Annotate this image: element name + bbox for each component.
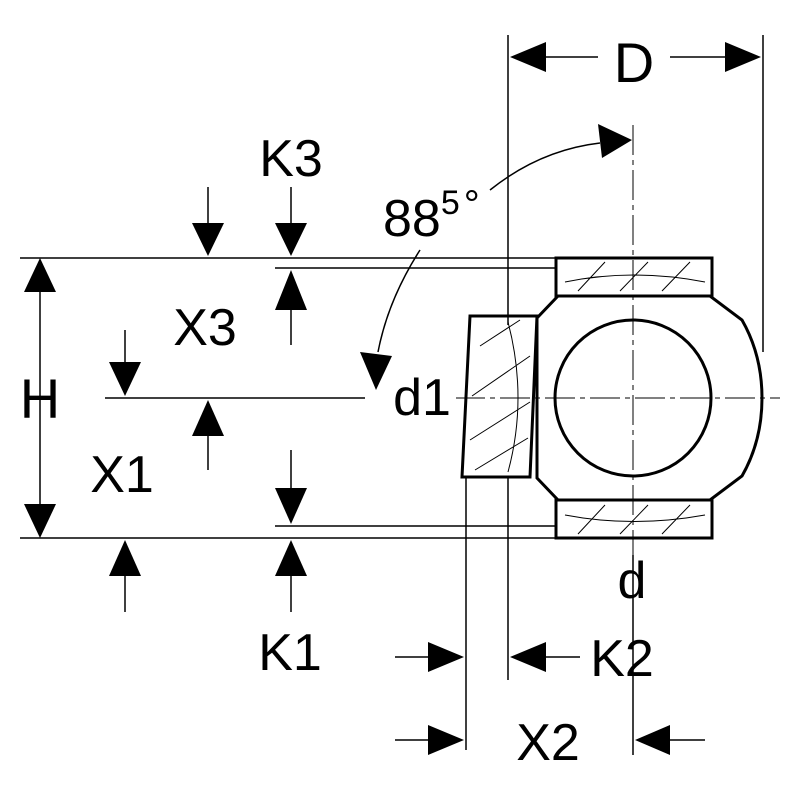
arrow-x1-down — [109, 362, 141, 396]
arrow-k2-right — [428, 642, 464, 672]
arrow-angle-bottom — [360, 352, 392, 390]
arrow-x3-up — [275, 270, 307, 310]
body-outline — [535, 294, 764, 502]
bottom-cap-hatch — [564, 504, 706, 535]
arrow-k1-up — [275, 540, 307, 576]
arrow-angle-top — [598, 124, 632, 158]
arrow-k3-left — [192, 223, 224, 256]
side-branch — [460, 314, 539, 479]
label-angle: 885° — [383, 183, 480, 248]
arrow-d-left — [510, 42, 546, 72]
label-K3: K3 — [259, 130, 323, 188]
label-D: D — [614, 31, 654, 94]
d-label-mask — [598, 30, 670, 88]
angle-arc-lower — [377, 249, 421, 353]
fitting-body — [460, 256, 764, 540]
label-X1: X1 — [90, 446, 154, 504]
label-K2: K2 — [590, 630, 654, 688]
centerlines — [455, 125, 780, 555]
angle-arc — [489, 142, 601, 191]
extension-lines — [20, 35, 764, 755]
label-X3: X3 — [173, 299, 237, 357]
label-X2: X2 — [516, 714, 580, 772]
arrow-h-bottom — [24, 504, 56, 538]
arrow-k1-down — [275, 488, 307, 524]
arrow-x1-up — [192, 400, 224, 436]
arrow-k2-left — [510, 642, 546, 672]
top-cap-hatch — [564, 261, 706, 292]
arrow-x2-left — [635, 725, 670, 755]
arrow-h-top — [24, 258, 56, 292]
arrow-d-right — [725, 42, 761, 72]
labels: D K3 885° X3 H d1 X1 d K1 K2 X2 — [20, 31, 654, 772]
arrowheads — [24, 42, 761, 755]
side-branch-hatch — [469, 319, 531, 473]
label-d1: d1 — [393, 369, 451, 427]
label-d: d — [618, 552, 647, 610]
label-H: H — [20, 367, 60, 430]
label-K1: K1 — [258, 624, 322, 682]
arrow-h-bottom-up — [109, 540, 141, 576]
d1-label-mask — [388, 372, 456, 422]
arrow-x2-right — [428, 725, 464, 755]
arrow-k3-right — [275, 223, 307, 256]
